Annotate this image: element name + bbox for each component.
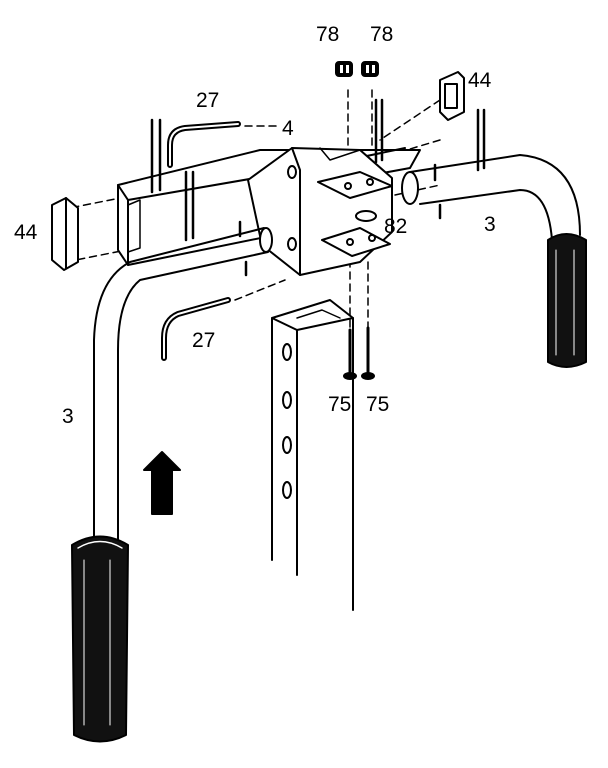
label-3-left: 3 [62, 405, 74, 428]
label-78-left: 78 [316, 23, 340, 46]
handle-tube-right [401, 154, 581, 241]
label-27-top: 27 [196, 89, 220, 112]
label-44-left: 44 [14, 221, 38, 244]
label-75-right: 75 [366, 393, 390, 416]
bolts-75 [343, 326, 375, 380]
label-4: 4 [282, 117, 294, 140]
u-pin-top [167, 121, 241, 168]
label-78-right: 78 [370, 23, 394, 46]
center-bracket [247, 147, 393, 276]
label-75-left: 75 [328, 393, 352, 416]
clips-78 [335, 61, 379, 77]
label-27-bottom: 27 [192, 329, 216, 352]
label-44-right: 44 [468, 69, 492, 92]
label-82: 82 [384, 215, 408, 238]
grip-right [547, 233, 587, 368]
vertical-post [271, 299, 354, 611]
end-cap-right [439, 71, 465, 121]
u-pin-bottom [161, 297, 231, 361]
grip-left [71, 535, 129, 743]
arrow-up-icon [143, 451, 181, 515]
label-3-right: 3 [484, 213, 496, 236]
u-bolts [150, 98, 486, 242]
end-cap-left [51, 197, 79, 271]
handle-tube-left [93, 220, 273, 541]
